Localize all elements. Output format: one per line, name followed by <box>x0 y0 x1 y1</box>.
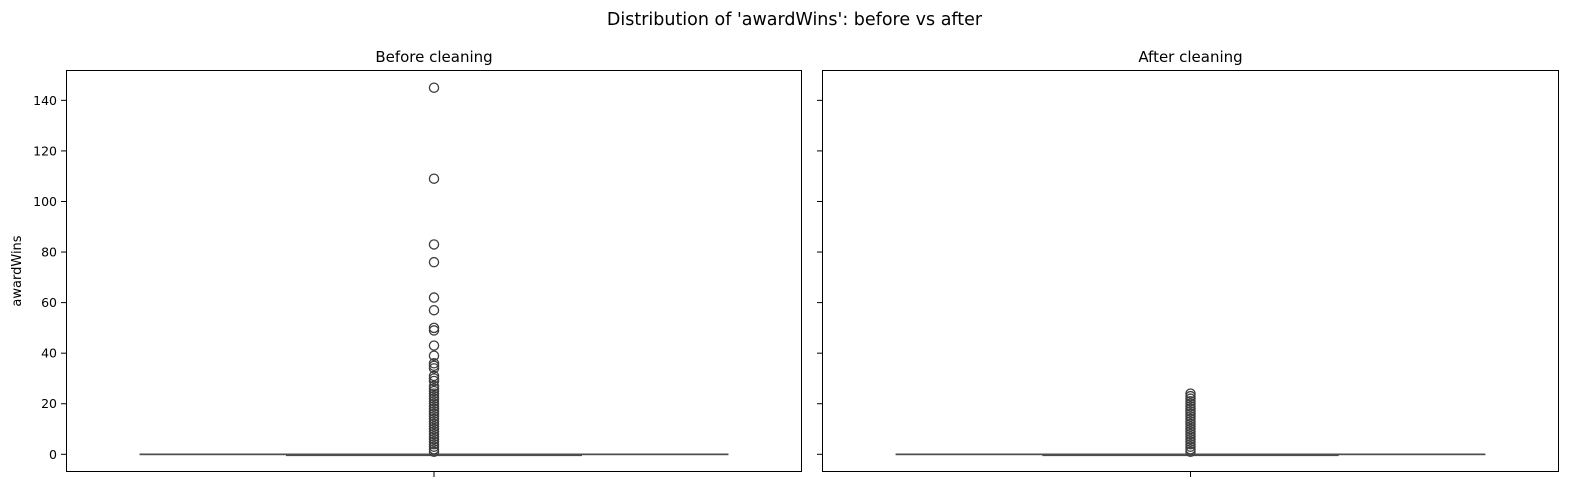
outlier-point <box>428 173 440 184</box>
y-tick-label: 0 <box>49 447 57 462</box>
outlier-point <box>428 82 440 93</box>
y-tick-label: 80 <box>41 245 57 260</box>
subplot-title: Before cleaning <box>375 48 492 66</box>
y-tick-label: 60 <box>41 295 57 310</box>
y-tick-label: 20 <box>41 396 57 411</box>
subplot-title: After cleaning <box>1138 48 1242 66</box>
outlier-point <box>428 375 440 387</box>
figure-suptitle: Distribution of 'awardWins': before vs a… <box>607 10 983 30</box>
outlier-point <box>1185 446 1196 458</box>
outlier-point <box>428 340 440 351</box>
outlier-point <box>428 350 440 361</box>
y-axis-label: awardWins <box>10 235 25 306</box>
axes-frame <box>66 70 802 472</box>
y-tick-label: 100 <box>33 194 57 209</box>
outlier-point <box>428 239 440 250</box>
subplot-2: After cleaning <box>817 48 1559 477</box>
outlier-point <box>428 325 440 336</box>
axes-frame <box>822 70 1559 472</box>
y-tick-label: 140 <box>33 93 57 108</box>
subplots: Before cleaning 0 20 40 60 80 100 120 140 awardWi… <box>10 48 1559 477</box>
outlier-point <box>428 446 440 458</box>
outlier-point <box>428 363 440 374</box>
subplot-1: Before cleaning 0 20 40 60 80 100 120 140 awardWi… <box>10 48 802 477</box>
outlier-point <box>428 292 440 303</box>
y-tick-label: 120 <box>33 143 57 158</box>
y-tick-label: 40 <box>41 346 57 361</box>
outlier-point <box>428 256 440 268</box>
outlier-point <box>428 304 440 316</box>
